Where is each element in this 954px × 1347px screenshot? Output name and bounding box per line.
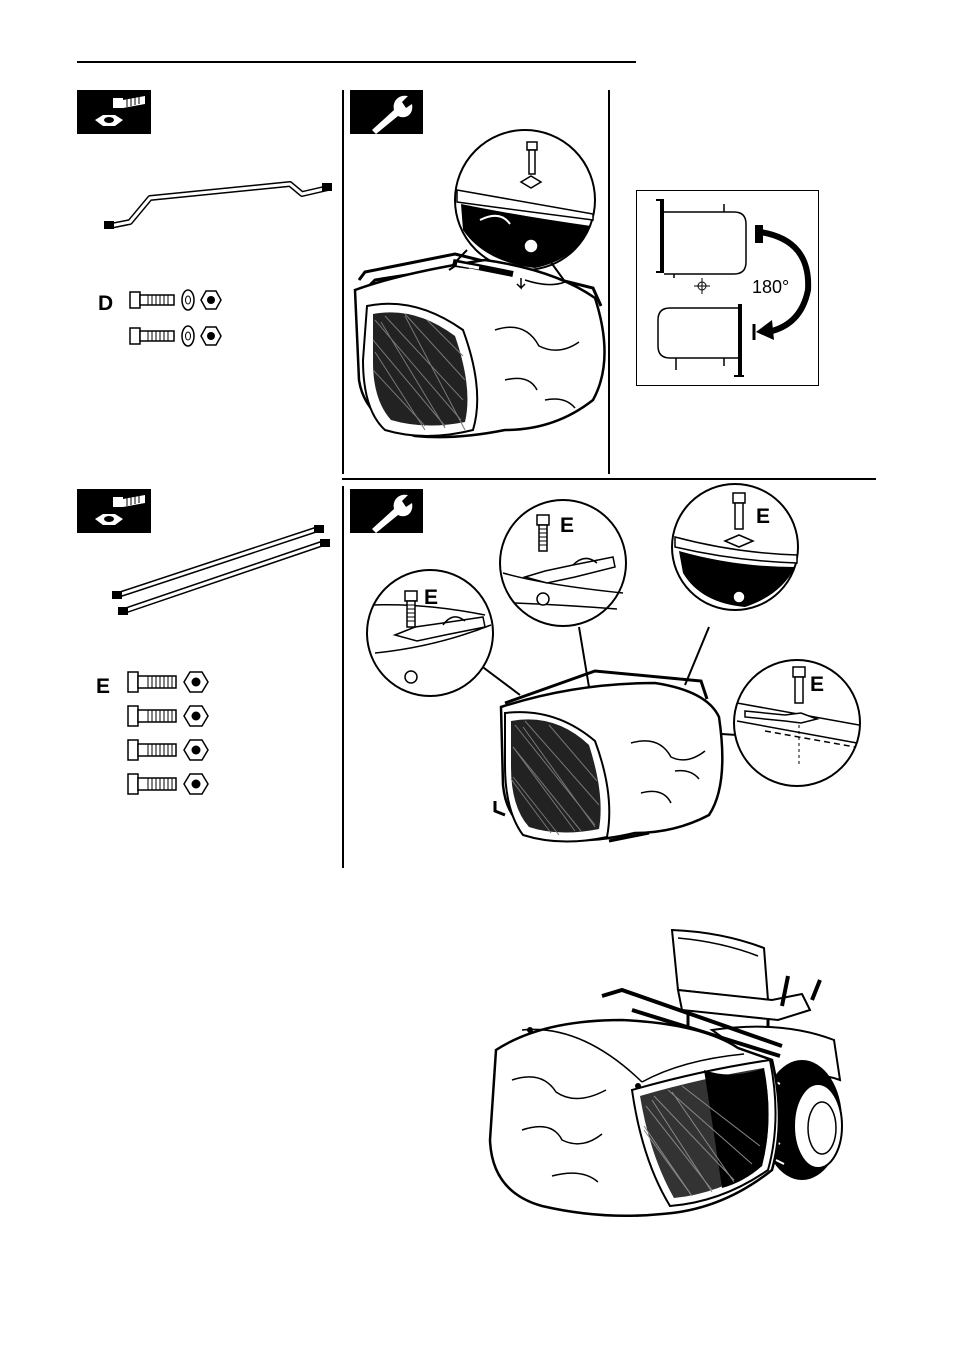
rotation-label: 180° [752,278,789,296]
wrench-icon [350,90,423,134]
connecting-rod-d [100,170,340,240]
column-divider-1 [342,90,344,474]
kit-e-label: E [96,676,110,697]
tractor-with-grass-bag [482,920,844,1222]
column-divider-2 [608,90,610,474]
rotation-diagram [636,190,819,386]
grass-bag-assembly-1 [345,130,607,450]
section-rule [342,478,876,480]
grass-bag-assembly-2 [345,485,865,865]
bolt-set-e [126,670,216,800]
detail-e-label-4: E [810,674,824,695]
column-divider-3 [342,486,344,868]
detail-e-label-3: E [756,506,770,527]
detail-e-label-2: E [560,515,574,536]
header-rule [77,61,636,63]
parts-icon [77,90,151,134]
kit-d-label: D [98,293,113,314]
bolt-set-d [128,288,238,353]
detail-e-label-1: E [424,587,438,608]
connecting-rods-e [110,515,330,615]
